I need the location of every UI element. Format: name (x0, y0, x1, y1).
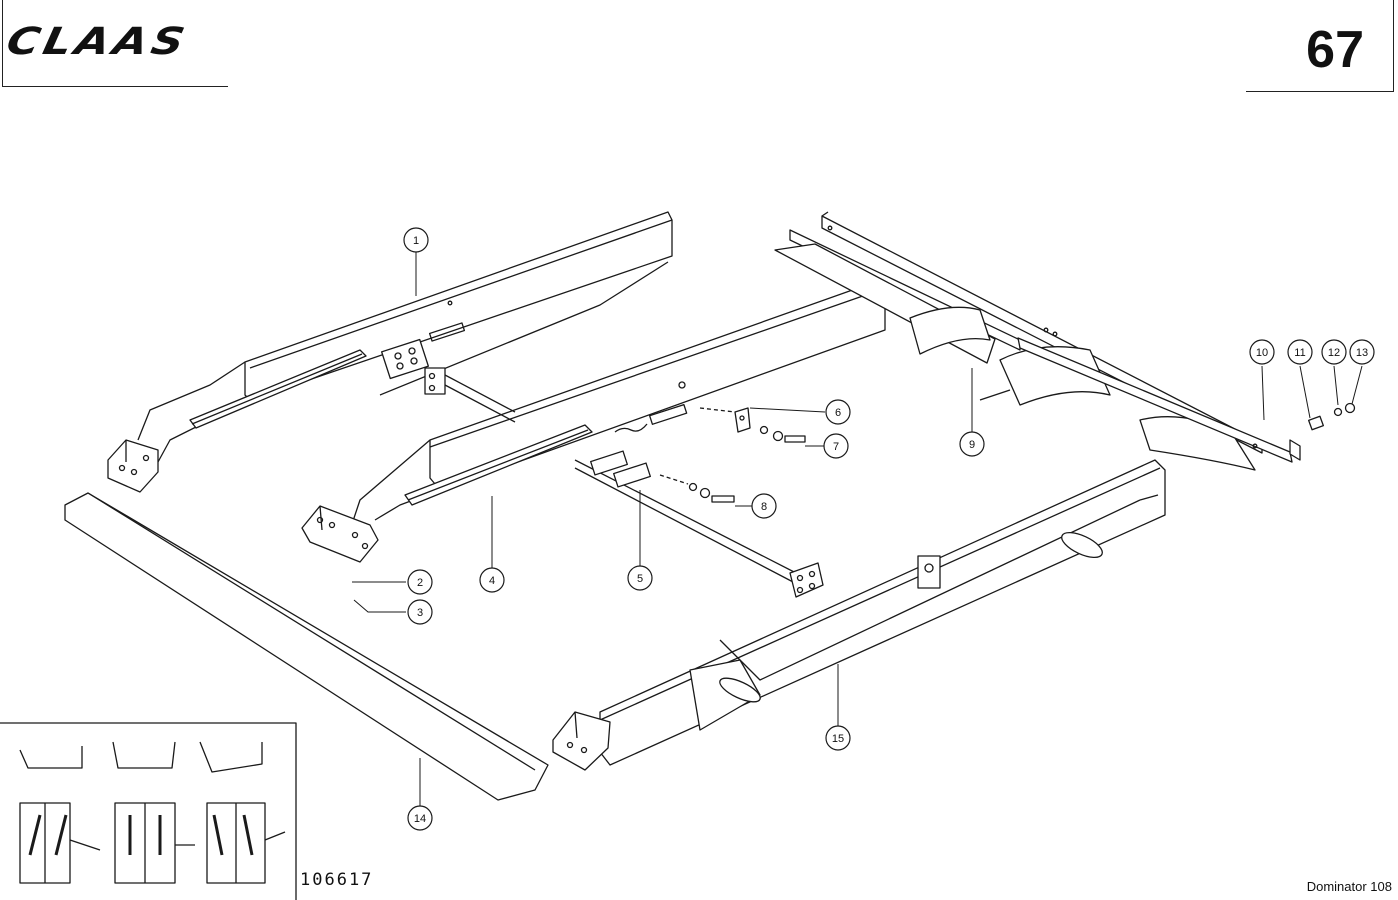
callout-label: 8 (761, 501, 767, 513)
callout-label: 1 (413, 235, 419, 247)
header-right-vertical-line (1393, 0, 1394, 92)
leader-lines (352, 252, 1363, 806)
drawing-number: 106617 (300, 870, 374, 890)
callout-9: 9 (959, 431, 985, 457)
callout-3: 3 (407, 599, 433, 625)
callout-15: 15 (825, 725, 851, 751)
mounting-variants-inset (0, 722, 297, 900)
part-15-right-rail (552, 459, 1166, 771)
model-label: Dominator 108 (1306, 879, 1392, 894)
callout-label: 9 (969, 439, 975, 451)
callout-5: 5 (627, 565, 653, 591)
part-1-left-rail (107, 211, 673, 493)
callout-label: 5 (637, 573, 643, 585)
callout-14: 14 (407, 805, 433, 831)
callout-label: 15 (832, 733, 844, 745)
cross-tubes (424, 367, 516, 423)
callout-label: 6 (835, 407, 841, 419)
callout-label: 13 (1356, 347, 1368, 359)
callout-8: 8 (751, 493, 777, 519)
part-10-angle-bar (1017, 337, 1301, 463)
callout-label: 14 (414, 813, 426, 825)
callout-7: 7 (823, 433, 849, 459)
callout-4: 4 (479, 567, 505, 593)
callout-label: 4 (489, 575, 495, 587)
callout-label: 3 (417, 607, 423, 619)
header-left-vertical-line (2, 0, 3, 86)
callout-label: 11 (1294, 347, 1305, 359)
page-number: 67 (1306, 21, 1364, 79)
header-left-underline (2, 86, 228, 87)
part-4-center-rail (301, 281, 886, 563)
callout-1: 1 (403, 227, 429, 253)
fasteners-6-7-8 (659, 407, 806, 503)
part-14-cover-plate (64, 492, 549, 801)
parts-11-12-13-hardware (1308, 402, 1356, 431)
callout-13: 13 (1349, 339, 1375, 365)
part-5-tie-rod (574, 450, 824, 598)
callout-label: 2 (417, 577, 423, 589)
callout-10: 10 (1249, 339, 1275, 365)
callout-label: 7 (833, 441, 839, 453)
callout-11: 11 (1287, 339, 1313, 365)
callout-label: 10 (1256, 347, 1268, 359)
callout-2: 2 (407, 569, 433, 595)
callout-6: 6 (825, 399, 851, 425)
header-right-underline (1246, 91, 1394, 92)
callout-12: 12 (1321, 339, 1347, 365)
callout-label: 12 (1328, 347, 1340, 359)
